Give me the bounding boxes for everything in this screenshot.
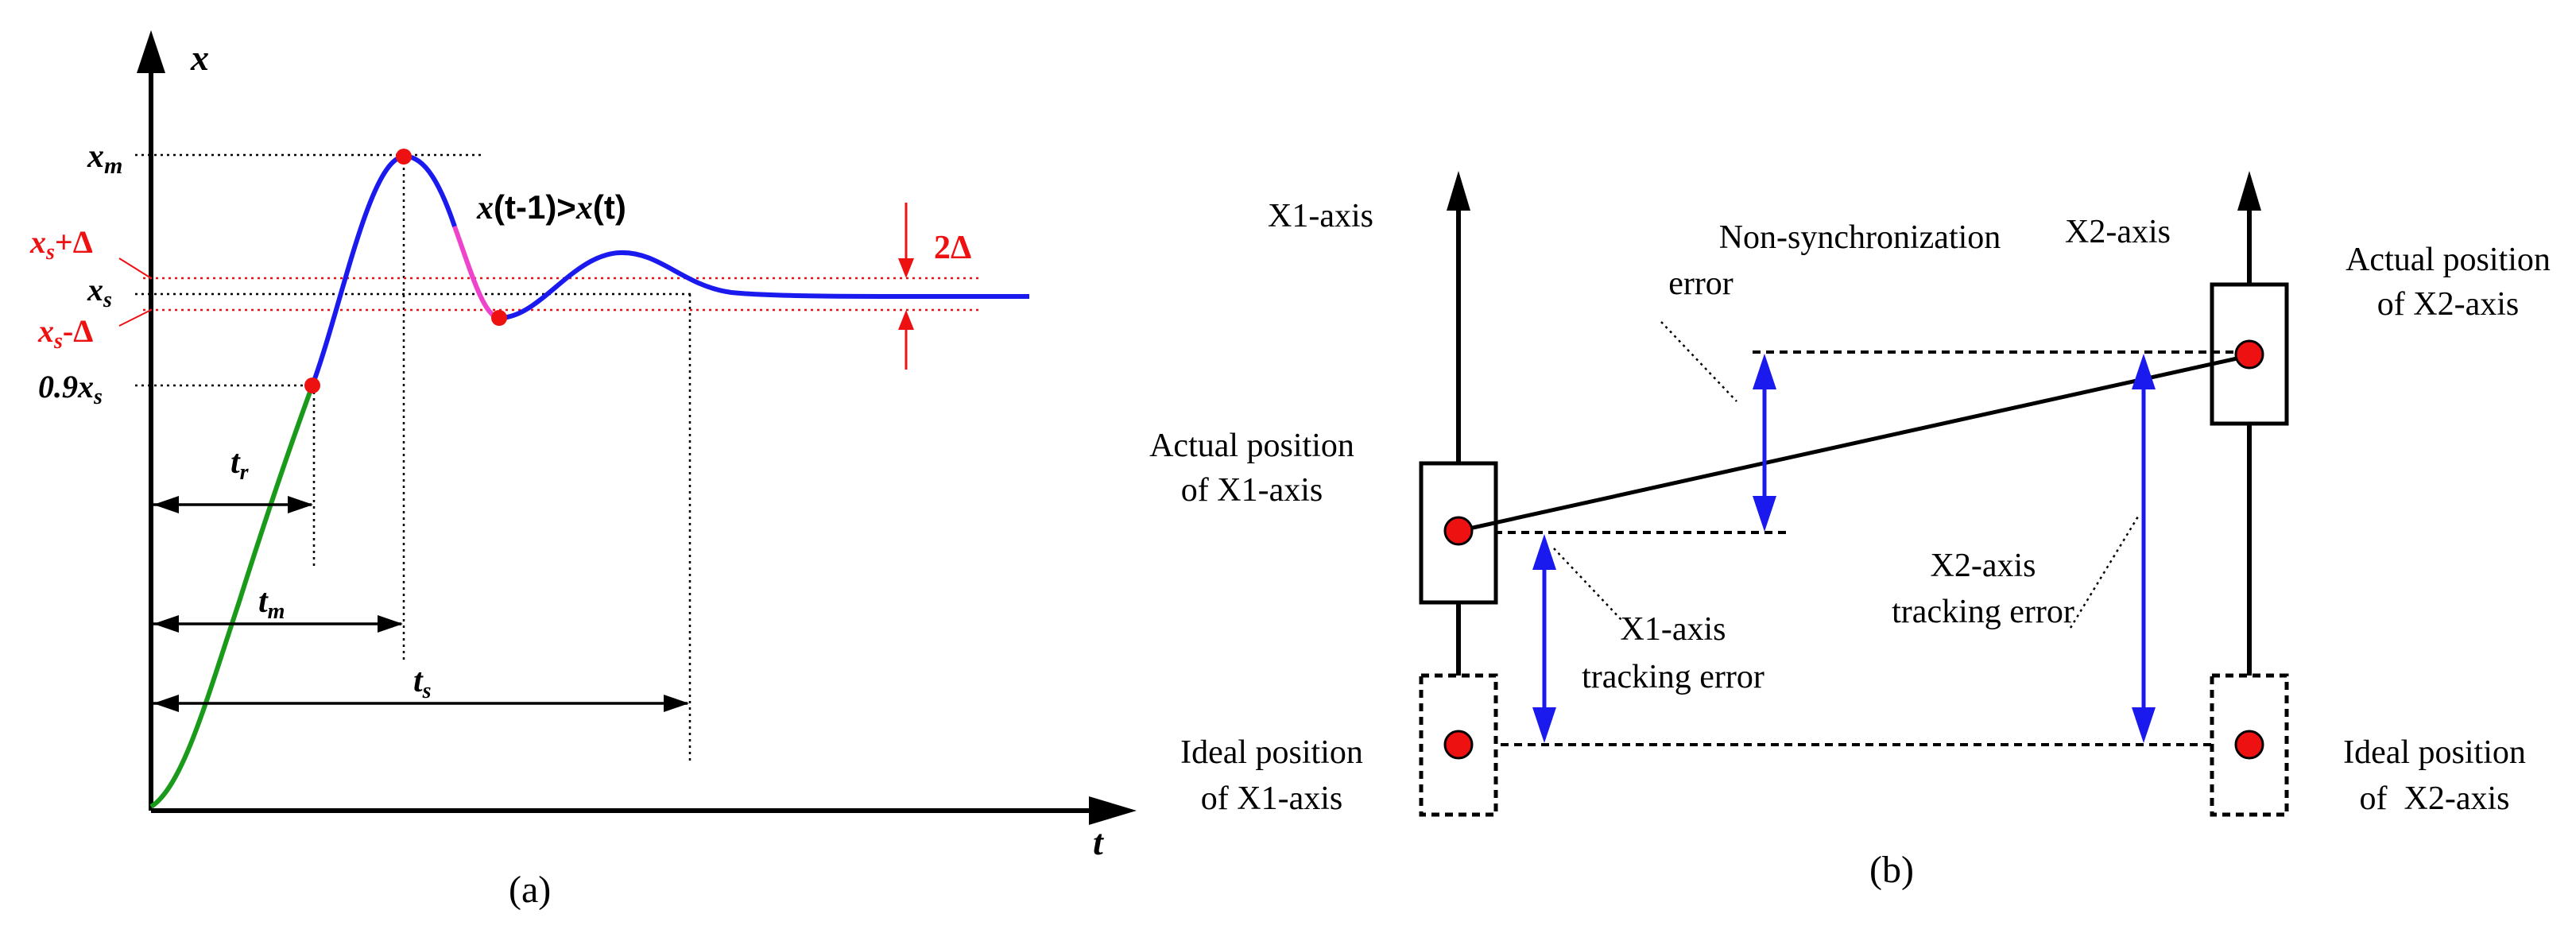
x2-track-arrowhead-bottom — [2132, 707, 2156, 743]
x1-track-leader — [1553, 548, 1622, 621]
x1-track-arrowhead-top — [1532, 534, 1556, 570]
xs-minus-leader — [118, 309, 152, 327]
label-xs-plus: xs+Δ — [29, 224, 93, 265]
panel-a: x t xm xs+Δ xs xs-Δ 0.9xs — [29, 30, 1137, 911]
x1-track-label-2: tracking error — [1582, 659, 1764, 695]
curve-overshoot — [310, 153, 457, 387]
ideal-x2-label-2: of X2-axis — [2360, 780, 2510, 817]
x-axis-arrowhead — [1089, 796, 1137, 825]
curve-decline — [452, 225, 500, 320]
x2-track-label-2: tracking error — [1892, 594, 2074, 630]
tm-arrowhead-left — [153, 615, 179, 633]
tm-arrowhead-right — [378, 615, 403, 633]
x2-track-arrowhead-top — [2132, 354, 2156, 389]
actual-connecting-line — [1458, 354, 2249, 533]
nonsync-leader — [1660, 321, 1737, 402]
nonsync-arrowhead-top — [1753, 354, 1776, 389]
x2-ideal-dot — [2234, 730, 2264, 760]
ideal-x1-label-1: Ideal position — [1180, 734, 1363, 771]
nonsync-label-2: error — [1668, 265, 1733, 302]
reference-lines — [135, 153, 691, 763]
ts-arrowhead-right — [664, 695, 689, 712]
x1-actual-dot — [1443, 516, 1474, 546]
annotation-condition: x(t-1)>x(t) — [476, 188, 626, 227]
x1-ideal-box — [1419, 673, 1498, 817]
actual-x1-label-1: Actual position — [1149, 428, 1354, 464]
x-axis-label: t — [1093, 822, 1104, 862]
x2-axis-arrowhead — [2237, 171, 2261, 211]
xs-plus-leader — [118, 257, 152, 279]
label-tm: tm — [258, 583, 285, 624]
nonsync-label-1: Non-synchronization — [1719, 219, 2001, 256]
point-xm — [396, 149, 412, 165]
x2-actual-dot — [2234, 339, 2264, 370]
actual-x2-label-2: of X2-axis — [2377, 286, 2519, 323]
tr-arrowhead-left — [153, 496, 179, 513]
x1-axis-arrowhead — [1447, 171, 1470, 211]
x2-track-label-1: X2-axis — [1931, 548, 2036, 584]
x1-ideal-dot — [1443, 730, 1474, 760]
point-undershoot — [491, 310, 507, 326]
panel-b: X1-axis X2-axis — [1149, 171, 2551, 891]
point-09xs — [304, 378, 320, 393]
label-xs-minus: xs-Δ — [37, 313, 93, 354]
label-tr: tr — [230, 444, 250, 485]
actual-x1-label-2: of X1-axis — [1181, 472, 1323, 509]
label-xs: xs — [87, 272, 112, 312]
nonsync-arrowhead-bottom — [1753, 496, 1776, 532]
label-band: 2Δ — [934, 230, 971, 266]
ideal-x2-label-1: Ideal position — [2343, 734, 2526, 771]
curve-settle — [498, 250, 1030, 320]
label-x1-axis: X1-axis — [1268, 198, 1373, 234]
label-ts: ts — [413, 663, 432, 703]
caption-b: (b) — [1869, 849, 1914, 891]
caption-a: (a) — [509, 869, 551, 911]
x2-track-leader — [2069, 516, 2140, 629]
label-x2-axis: X2-axis — [2065, 214, 2171, 250]
x1-track-arrowhead-bottom — [1532, 707, 1556, 743]
ts-arrowhead-left — [153, 695, 179, 712]
band-arrowhead-bottom — [898, 310, 914, 330]
label-09xs: 0.9xs — [38, 369, 103, 409]
ideal-x1-label-2: of X1-axis — [1201, 780, 1342, 817]
tr-arrowhead-right — [288, 496, 313, 513]
actual-x2-label-1: Actual position — [2346, 242, 2551, 278]
band-arrowhead-top — [898, 258, 914, 278]
curve-rise — [149, 384, 315, 809]
x1-track-label-1: X1-axis — [1621, 611, 1726, 648]
label-xm: xm — [87, 138, 122, 179]
y-axis-label: x — [190, 37, 209, 78]
y-axis-arrowhead — [137, 30, 165, 73]
